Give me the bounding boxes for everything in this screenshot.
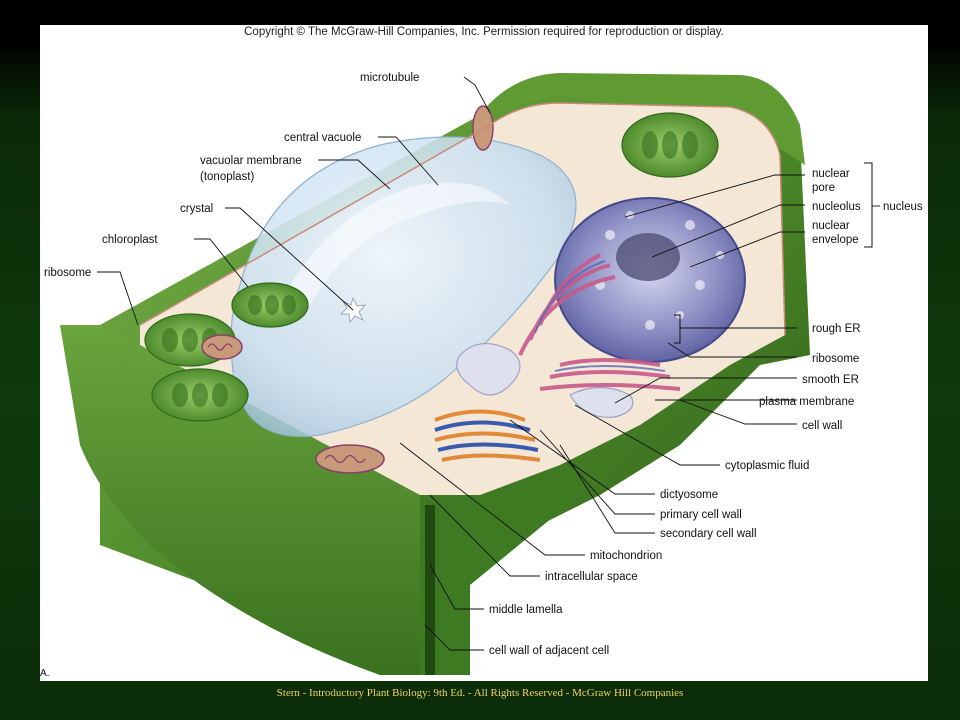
label-primary-cell-wall: primary cell wall — [660, 509, 742, 521]
label-tonoplast: (tonoplast) — [200, 171, 255, 183]
label-ribosome-left: ribosome — [44, 267, 91, 279]
middle-lamella-strip — [425, 505, 435, 675]
label-nucleus: nucleus — [883, 201, 923, 213]
label-central-vacuole: central vacuole — [284, 132, 361, 144]
label-nuclear-envelope-1: nuclear — [812, 220, 850, 232]
label-cell-wall-adjacent: cell wall of adjacent cell — [489, 645, 609, 657]
footer-citation: Stern - Introductory Plant Biology: 9th … — [276, 687, 684, 699]
label-rough-er: rough ER — [812, 323, 861, 335]
cell-wall-top — [480, 73, 805, 165]
figure-letter: A. — [40, 668, 50, 679]
central-vacuole — [230, 136, 577, 437]
copyright-notice: Copyright © The McGraw-Hill Companies, I… — [244, 26, 724, 38]
plasma-membrane-line — [139, 102, 786, 336]
mitochondria — [201, 105, 494, 474]
label-vacuolar-membrane: vacuolar membrane — [200, 155, 302, 167]
vacuole-highlight — [290, 182, 510, 305]
plant-cell-diagram: microtubule central vacuole vacuolar mem… — [44, 72, 923, 675]
label-smooth-er: smooth ER — [802, 374, 859, 386]
label-secondary-cell-wall: secondary cell wall — [660, 528, 757, 540]
rough-er-inner — [534, 260, 666, 372]
label-crystal: crystal — [180, 203, 213, 215]
label-middle-lamella: middle lamella — [489, 604, 563, 616]
label-cell-wall: cell wall — [802, 420, 842, 432]
label-intracellular-space: intracellular space — [545, 571, 638, 583]
nucleus-shape — [554, 197, 746, 363]
label-nuclear-pore-1: nuclear — [812, 168, 850, 180]
dictyosome-shape — [434, 409, 541, 462]
label-microtubule: microtubule — [360, 72, 419, 84]
label-mitochondrion: mitochondrion — [590, 550, 662, 562]
label-plasma-membrane: plasma membrane — [759, 396, 854, 408]
label-nuclear-envelope-2: envelope — [812, 234, 859, 246]
label-nucleolus: nucleolus — [812, 201, 861, 213]
label-cytoplasmic-fluid: cytoplasmic fluid — [725, 460, 809, 472]
labels: microtubule central vacuole vacuolar mem… — [44, 72, 923, 657]
label-chloroplast: chloroplast — [102, 234, 158, 246]
figure-panel: microtubule central vacuole vacuolar mem… — [40, 25, 928, 681]
leader-lines — [97, 76, 880, 651]
label-nuclear-pore-2: pore — [812, 182, 835, 194]
label-dictyosome: dictyosome — [660, 489, 718, 501]
label-ribosome-right: ribosome — [812, 353, 859, 365]
cell-wall-front — [60, 325, 420, 675]
